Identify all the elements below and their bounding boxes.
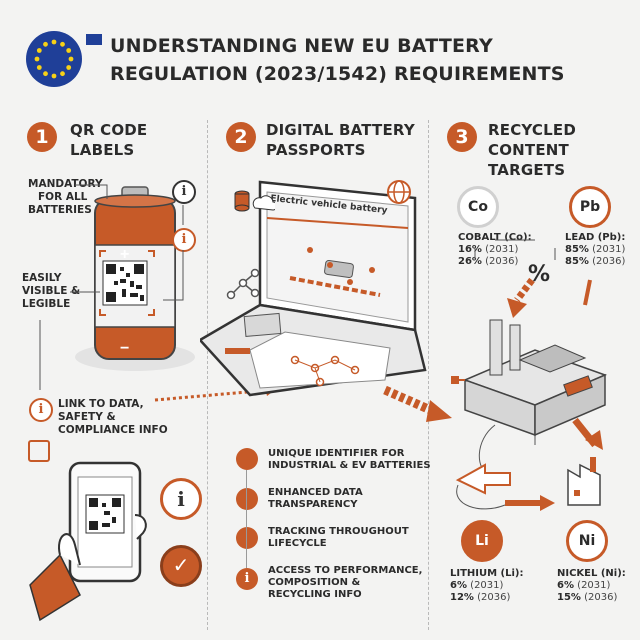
text-line: EASILY [22, 272, 62, 284]
section-number-2: 2 [226, 122, 256, 152]
material-name: LEAD (Pb): [565, 232, 626, 243]
feature-connector [246, 470, 247, 568]
section-title-qr: QR CODE LABELS [70, 120, 147, 160]
material-year: (2031) [592, 244, 626, 255]
text-line: FOR ALL [38, 191, 88, 203]
info-icon: i [172, 180, 196, 204]
section-title-line: TARGETS [488, 161, 566, 179]
feature-text: COMPOSITION & [268, 577, 361, 588]
column-divider [428, 120, 429, 630]
cobalt-badge: Co [457, 186, 499, 228]
feature-item: UNIQUE IDENTIFIER FOR INDUSTRIAL & EV BA… [268, 448, 431, 472]
title-line-2: REGULATION (2023/1542) REQUIREMENTS [110, 63, 565, 85]
nickel-badge: Ni [566, 520, 608, 562]
material-name: COBALT (Co): [458, 232, 532, 243]
section-title-line: CONTENT [488, 141, 569, 159]
globe-icon [387, 180, 411, 204]
section-number-1: 1 [27, 122, 57, 152]
text-line: LEGIBLE [22, 298, 71, 310]
document-icon [28, 440, 50, 462]
cobalt-stats: COBALT (Co): 16% (2031) 26% (2036) [458, 232, 532, 268]
flow-arrow [383, 385, 452, 422]
feature-item: TRACKING THROUGHOUT LIFECYCLE [268, 526, 409, 550]
network-icon [226, 268, 260, 300]
material-value: 26% [458, 256, 482, 267]
link-info-icon: i [29, 398, 53, 422]
cloud-icon [236, 448, 258, 470]
database-cloud-icon [234, 190, 275, 212]
feature-text: TRANSPARENCY [268, 499, 358, 510]
lithium-badge: Li [461, 520, 503, 562]
globe-icon [236, 527, 258, 549]
material-value: 85% [565, 244, 589, 255]
section-number-3: 3 [447, 122, 477, 152]
section-title-line: PASSPORTS [266, 141, 366, 159]
battery-illustration [75, 186, 195, 371]
material-year: (2031) [470, 580, 504, 591]
material-year: (2036) [477, 592, 511, 603]
text-line: LINK TO DATA, [58, 398, 144, 410]
checkmark-badge-icon: ✓ [160, 545, 202, 587]
section-title-passport: DIGITAL BATTERY PASSPORTS [266, 120, 415, 160]
material-year: (2031) [485, 244, 519, 255]
lead-badge: Pb [569, 186, 611, 228]
recycling-factory-illustration [451, 239, 608, 476]
feature-text: TRACKING THROUGHOUT [268, 526, 409, 537]
material-year: (2031) [577, 580, 611, 591]
mandatory-text: MANDATORY FOR ALL BATTERIES [28, 178, 103, 217]
text-line: BATTERIES [28, 204, 92, 216]
eu-flag-icon [86, 34, 102, 45]
material-name: NICKEL (Ni): [557, 568, 626, 579]
link-text: LINK TO DATA, SAFETY & COMPLIANCE INFO [58, 398, 168, 437]
eu-flag-emblem-icon [26, 31, 82, 87]
text-line: VISIBLE & [22, 285, 81, 297]
material-name: LITHIUM (Li): [450, 568, 524, 579]
section-title-line: LABELS [70, 141, 135, 159]
battery-plus: + [120, 246, 130, 263]
laptop-illustration [200, 180, 427, 397]
smartphone-illustration [29, 461, 147, 622]
material-value: 6% [557, 580, 574, 591]
percent-symbol: % [528, 262, 551, 287]
visible-text: EASILY VISIBLE & LEGIBLE [22, 272, 80, 311]
section-title-line: QR CODE [70, 121, 148, 139]
text-line: SAFETY & [58, 411, 116, 423]
text-line: COMPLIANCE INFO [58, 424, 168, 436]
feature-text: RECYCLING INFO [268, 589, 362, 600]
info-badge-icon: i [160, 478, 202, 520]
page-title: UNDERSTANDING NEW EU BATTERY REGULATION … [110, 32, 630, 88]
feature-text: ACCESS TO PERFORMANCE, [268, 565, 423, 576]
material-value: 6% [450, 580, 467, 591]
feature-item: ACCESS TO PERFORMANCE, COMPOSITION & REC… [268, 565, 422, 601]
material-value: 15% [557, 592, 581, 603]
nickel-stats: NICKEL (Ni): 6% (2031) 15% (2036) [557, 568, 626, 604]
recycle-flow-illustration [455, 457, 601, 511]
feature-text: LIFECYCLE [268, 538, 327, 549]
section-title-line: DIGITAL BATTERY [266, 121, 415, 139]
network-icon [236, 488, 258, 510]
section-title-line: RECYCLED [488, 121, 576, 139]
lithium-stats: LITHIUM (Li): 6% (2031) 12% (2036) [450, 568, 524, 604]
text-line: MANDATORY [28, 178, 103, 190]
info-icon: i [172, 228, 196, 252]
material-year: (2036) [592, 256, 626, 267]
feature-item: ENHANCED DATA TRANSPARENCY [268, 487, 363, 511]
title-line-1: UNDERSTANDING NEW EU BATTERY [110, 35, 493, 57]
material-year: (2036) [485, 256, 519, 267]
battery-minus: − [120, 340, 130, 357]
material-value: 16% [458, 244, 482, 255]
column-divider [207, 120, 208, 630]
section-title-recycled: RECYCLED CONTENT TARGETS [488, 120, 576, 180]
feature-text: INDUSTRIAL & EV BATTERIES [268, 460, 431, 471]
material-value: 12% [450, 592, 474, 603]
lead-stats: LEAD (Pb): 85% (2031) 85% (2036) [565, 232, 625, 268]
info-icon: i [236, 568, 258, 590]
feature-text: UNIQUE IDENTIFIER FOR [268, 448, 405, 459]
material-value: 85% [565, 256, 589, 267]
material-year: (2036) [584, 592, 618, 603]
feature-text: ENHANCED DATA [268, 487, 363, 498]
